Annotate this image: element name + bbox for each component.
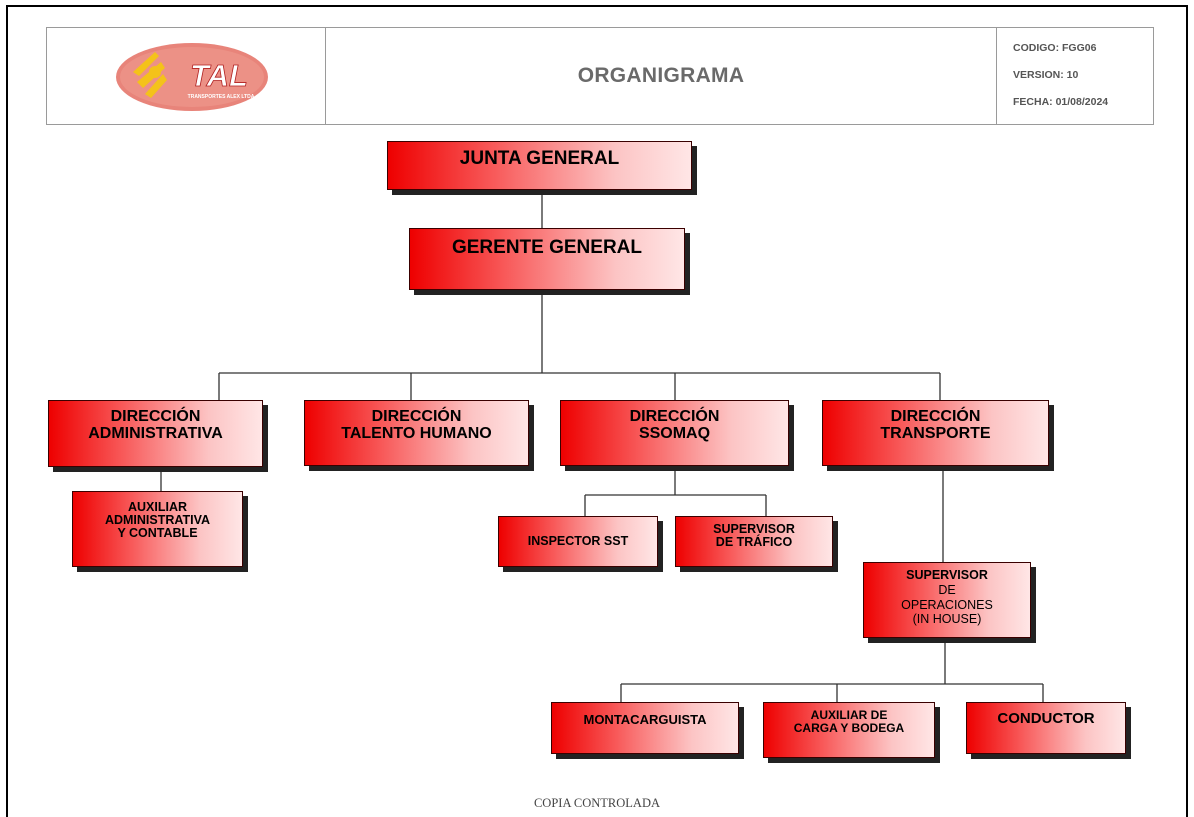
node-line: AUXILIAR DE (810, 708, 888, 722)
logo-subtext: TRANSPORTES ALEX LTDA (188, 94, 255, 100)
node-auxiliar-administrativa: AUXILIAR ADMINISTRATIVA Y CONTABLE (72, 491, 243, 567)
node-line: TRANSPORTE (880, 424, 991, 442)
node-line: SSOMAQ (638, 424, 711, 442)
node-auxiliar-carga-bodega: AUXILIAR DE CARGA Y BODEGA (763, 702, 935, 758)
node-supervisor-trafico: SUPERVISOR DE TRÁFICO (675, 516, 833, 567)
node-line: Y CONTABLE (117, 526, 198, 541)
node-line: (IN HOUSE) (912, 612, 982, 627)
version-label: VERSION: 10 (1013, 69, 1079, 81)
node-direccion-ssomaq: DIRECCIÓN SSOMAQ (560, 400, 789, 466)
node-line: ADMINISTRATIVA (104, 513, 211, 528)
footer-copia-controlada: COPIA CONTROLADA (533, 796, 661, 810)
node-line: ADMINISTRATIVA (88, 424, 223, 442)
document-header: TAL TRANSPORTES ALEX LTDA ORGANIGRAMA CO… (46, 27, 1154, 125)
node-line: TALENTO HUMANO (341, 424, 492, 442)
company-logo: TAL TRANSPORTES ALEX LTDA (116, 43, 268, 111)
logo-cell: TAL TRANSPORTES ALEX LTDA (47, 28, 326, 124)
node-line: DIRECCIÓN (629, 408, 720, 425)
node-montacarguista: MONTACARGUISTA (551, 702, 739, 754)
node-line: DE TRÁFICO (715, 535, 793, 550)
meta-cell: CODIGO: FGG06 VERSION: 10 FECHA: 01/08/2… (997, 28, 1153, 124)
node-line: DIRECCIÓN (110, 408, 201, 425)
node-line: DE (938, 582, 956, 597)
node-line: SUPERVISOR (906, 568, 988, 582)
node-inspector-sst: INSPECTOR SST (498, 516, 658, 567)
node-direccion-talento-humano: DIRECCIÓN TALENTO HUMANO (304, 400, 529, 466)
node-line: AUXILIAR (127, 500, 188, 514)
node-line: MONTACARGUISTA (583, 712, 707, 727)
node-direccion-administrativa: DIRECCIÓN ADMINISTRATIVA (48, 400, 263, 467)
node-line: SUPERVISOR (713, 522, 795, 536)
node-line: GERENTE GENERAL (451, 237, 643, 258)
node-conductor: CONDUCTOR (966, 702, 1126, 754)
node-junta-general: JUNTA GENERAL (387, 141, 692, 190)
node-line: DIRECCIÓN (371, 408, 462, 425)
page-title: ORGANIGRAMA (577, 64, 745, 87)
node-supervisor-operaciones: SUPERVISOR DE OPERACIONES (IN HOUSE) (863, 562, 1031, 638)
title-cell: ORGANIGRAMA (326, 28, 997, 124)
node-line: OPERACIONES (901, 597, 993, 612)
code-label: CODIGO: FGG06 (1013, 42, 1097, 54)
node-gerente-general: GERENTE GENERAL (409, 228, 685, 290)
node-line: CARGA Y BODEGA (793, 720, 905, 735)
node-line: INSPECTOR SST (527, 533, 629, 548)
node-line: DIRECCIÓN (890, 408, 981, 425)
logo-text: TAL (190, 58, 248, 93)
node-line: CONDUCTOR (997, 710, 1095, 727)
date-label: FECHA: 01/08/2024 (1013, 96, 1109, 108)
node-line: JUNTA GENERAL (459, 148, 620, 169)
node-direccion-transporte: DIRECCIÓN TRANSPORTE (822, 400, 1049, 466)
page-frame (6, 5, 1188, 817)
